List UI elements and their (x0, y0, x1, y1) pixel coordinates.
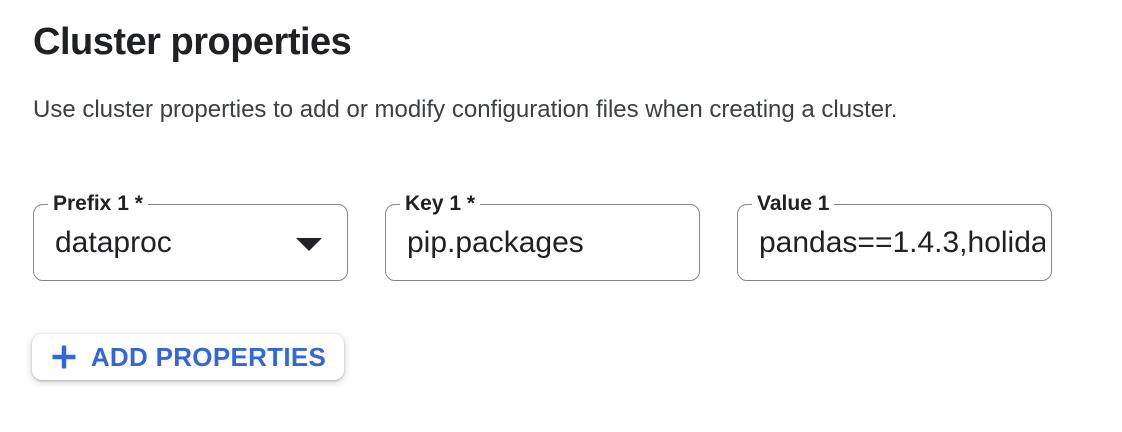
key-input[interactable] (386, 205, 699, 280)
value-input[interactable] (738, 205, 1051, 280)
page-description: Use cluster properties to add or modify … (33, 96, 898, 123)
key-field-group: Key 1 * (385, 191, 700, 281)
prefix-field-label: Prefix 1 * (48, 191, 148, 217)
value-field-label: Value 1 (752, 191, 835, 217)
value-field-group: Value 1 (737, 191, 1052, 281)
prefix-field-group: Prefix 1 * dataproc (33, 191, 348, 281)
key-field-label: Key 1 * (400, 191, 481, 217)
property-fields-row: Prefix 1 * dataproc Key 1 * Value 1 (33, 191, 1052, 281)
prefix-select[interactable]: dataproc (34, 205, 347, 280)
prefix-selected-value: dataproc (55, 225, 172, 259)
add-properties-button[interactable]: ADD PROPERTIES (32, 334, 344, 380)
add-properties-button-label: ADD PROPERTIES (90, 341, 327, 372)
dropdown-arrow-icon (296, 237, 322, 251)
plus-icon (52, 345, 76, 369)
page-title: Cluster properties (33, 21, 352, 63)
